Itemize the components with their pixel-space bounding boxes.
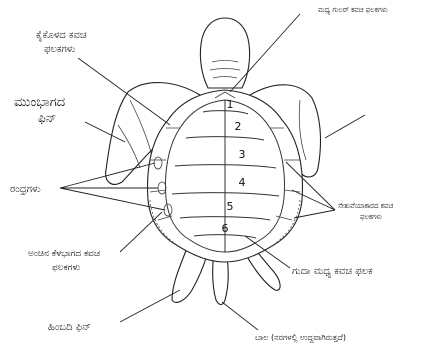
plate-number-3: 3: [239, 148, 246, 161]
plate-number-6: 6: [222, 222, 229, 235]
label-midline: ಮಧ್ಯ ಗುಲರ್ ಕವಚ ಫಲಕಗಳು: [318, 6, 388, 16]
label-marginal-line2: ಫಲಕಗಳು: [44, 44, 75, 55]
label-tail: ಬಾಲ (ನರಗಳಲ್ಲಿ ಉದ್ದವಾಗಿರುತ್ತದೆ): [255, 333, 346, 343]
plate-number-5: 5: [227, 200, 234, 213]
plate-number-4: 4: [239, 176, 246, 189]
label-front-flipper-line2: ಫಿನ್: [38, 111, 56, 125]
leader-tail: [222, 302, 258, 330]
label-anal: ಗುದಾ ಮಧ್ಯ ಕವಚ ಫಲಕ: [292, 266, 373, 278]
label-marginal-line1: ಕೈಕೊಳದ ಕವಚ: [36, 30, 87, 41]
leader-lower-marginal: [120, 212, 162, 252]
label-lower-marginal-line1: ಅಂಚಿನ ಕೆಳಭಾಗದ ಕವಚ: [28, 249, 100, 259]
label-hind-flipper: ಹಿಂಬದಿ ಫಿನ್: [48, 322, 91, 333]
label-pores: ರಂಧ್ರಗಳು: [10, 184, 41, 195]
head: [200, 18, 249, 88]
leader-right-flipper: [325, 115, 365, 138]
label-front-flipper-line1: ಮುಂಭಾಗದ: [14, 95, 65, 110]
plate-number-1: 1: [227, 98, 234, 111]
label-bridge-line1: ಸೇತುವೆಯಾಕಾರದ ಕವಚ: [338, 202, 393, 210]
label-bridge-line2: ಫಲಕಗಳು: [360, 213, 382, 221]
plate-number-2: 2: [235, 120, 242, 133]
leader-hind-flipper: [120, 290, 180, 322]
label-lower-marginal-line2: ಫಲಕಗಳು: [52, 263, 80, 273]
